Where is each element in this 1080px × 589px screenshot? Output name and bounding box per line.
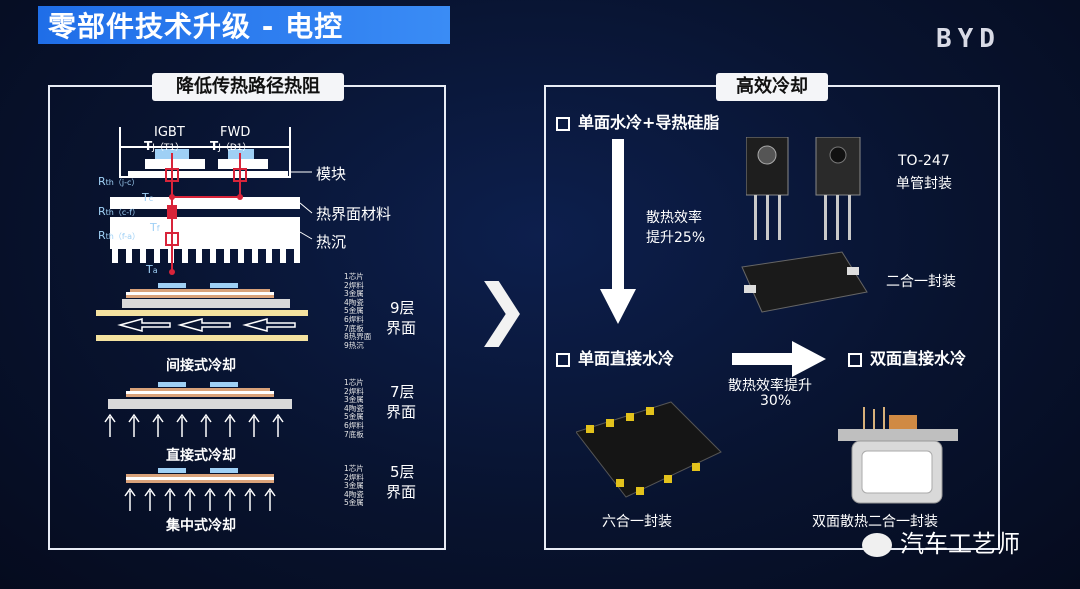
direct-interface-label: 界面 (386, 403, 417, 421)
left-panel-label: 降低传热路径热阻 (152, 73, 344, 101)
igbt-label: IGBT (154, 125, 185, 140)
byd-logo: BYD (936, 24, 1001, 54)
six-in-one-label: 六合一封装 (602, 514, 672, 530)
watermark: 汽车工艺师 (862, 524, 1020, 559)
rth-fa-label: Rth（f-a） (98, 229, 141, 242)
chevron-right-icon: ❯ (474, 270, 530, 347)
tim-label: 热界面材料 (316, 205, 392, 223)
rth-cf-label: Rth（c-f） (98, 205, 140, 218)
arrow-right-icon (732, 341, 826, 377)
layer-item: 7底板 (344, 323, 364, 333)
to247-line2: 单管封装 (896, 176, 952, 192)
page-title: 零部件技术升级 - 电控 (38, 6, 450, 44)
layer-item: 2焊料 (344, 472, 364, 482)
gain1-line2: 提升25% (646, 230, 706, 246)
page-title-text: 零部件技术升级 - 电控 (48, 10, 344, 43)
layer-item: 8热界面 (344, 332, 372, 342)
thermal-path-diagram (96, 127, 313, 511)
tc-label: Tc (142, 191, 154, 204)
layer-item: 4陶瓷 (344, 489, 364, 499)
indirect-interface-label: 界面 (386, 319, 417, 337)
option-single-side-grease: 单面水冷+导热硅脂 (556, 109, 719, 133)
layer-item: 7底板 (344, 429, 364, 439)
integrated-layer-count: 5层 (390, 463, 415, 481)
checkbox-square-icon (556, 116, 570, 131)
tj-t1-label: TJ（T1） (144, 139, 185, 153)
integrated-interface-label: 界面 (386, 483, 417, 501)
layer-item: 6焊料 (344, 420, 364, 430)
two-in-one-label: 二合一封装 (886, 274, 956, 290)
direct-layer-list: 1芯片 2焊料 3金属 4陶瓷 5金属 6焊料 7底板 (344, 378, 364, 439)
tj-d1-label: TJ（D1） (210, 139, 252, 153)
indirect-caption: 间接式冷却 (166, 358, 236, 374)
option-label: 单面直接水冷 (578, 349, 675, 368)
right-panel: 高效冷却 单面水冷+导热硅脂 散热效率 提升25% TO-247 单管封装 二合… (544, 73, 1000, 550)
arrow-down-icon (600, 139, 636, 324)
direct-caption: 直接式冷却 (166, 448, 236, 464)
option-single-side-direct: 单面直接水冷 (556, 345, 674, 369)
module-label: 模块 (316, 165, 347, 183)
double-side-label: 双面散热二合一封装 (812, 514, 938, 530)
layer-item: 1芯片 (344, 272, 364, 281)
layer-item: 2焊料 (344, 280, 364, 290)
layer-item: 1芯片 (344, 378, 364, 387)
rth-jc-label: Rth（j-c） (98, 175, 140, 188)
option-label: 双面直接水冷 (870, 349, 967, 368)
to247-line1: TO-247 (898, 153, 950, 169)
heatsink-label: 热沉 (316, 233, 347, 251)
gain1-line1: 散热效率 (646, 210, 702, 226)
double-side-module-image (838, 407, 958, 504)
gain2-line2: 30% (760, 393, 792, 409)
layer-item: 5金属 (344, 498, 364, 508)
layer-item: 6焊料 (344, 314, 364, 324)
layer-item: 3金属 (344, 481, 364, 491)
to247-image (746, 137, 861, 240)
checkbox-square-icon (556, 352, 570, 367)
layer-item: 5金属 (344, 306, 364, 316)
watermark-text: 汽车工艺师 (900, 530, 1020, 558)
indirect-layer-count: 9层 (390, 299, 415, 317)
layer-item: 3金属 (344, 289, 364, 299)
tf-label: Tf (150, 221, 160, 234)
layer-item: 9热沉 (344, 340, 364, 350)
layer-item: 3金属 (344, 395, 364, 405)
wechat-icon (862, 533, 892, 557)
layer-item: 1芯片 (344, 464, 364, 473)
integrated-caption: 集中式冷却 (166, 518, 236, 534)
layer-item: 5金属 (344, 412, 364, 422)
right-panel-label: 高效冷却 (716, 73, 828, 101)
integrated-layer-list: 1芯片 2焊料 3金属 4陶瓷 5金属 (344, 464, 364, 508)
two-in-one-module-image (741, 251, 868, 313)
layer-item: 4陶瓷 (344, 403, 364, 413)
fwd-label: FWD (220, 125, 251, 140)
layer-item: 4陶瓷 (344, 297, 364, 307)
option-label: 单面水冷+导热硅脂 (578, 113, 720, 132)
checkbox-square-icon (848, 352, 862, 367)
layer-item: 2焊料 (344, 386, 364, 396)
gain2-line1: 散热效率提升 (728, 378, 812, 394)
ta-label: Ta (146, 263, 158, 276)
option-double-side-direct: 双面直接水冷 (848, 345, 966, 369)
left-panel: 降低传热路径热阻 (48, 73, 446, 550)
six-in-one-module-image (576, 401, 722, 498)
direct-layer-count: 7层 (390, 383, 415, 401)
indirect-layer-list: 1芯片 2焊料 3金属 4陶瓷 5金属 6焊料 7底板 8热界面 9热沉 (344, 272, 372, 350)
